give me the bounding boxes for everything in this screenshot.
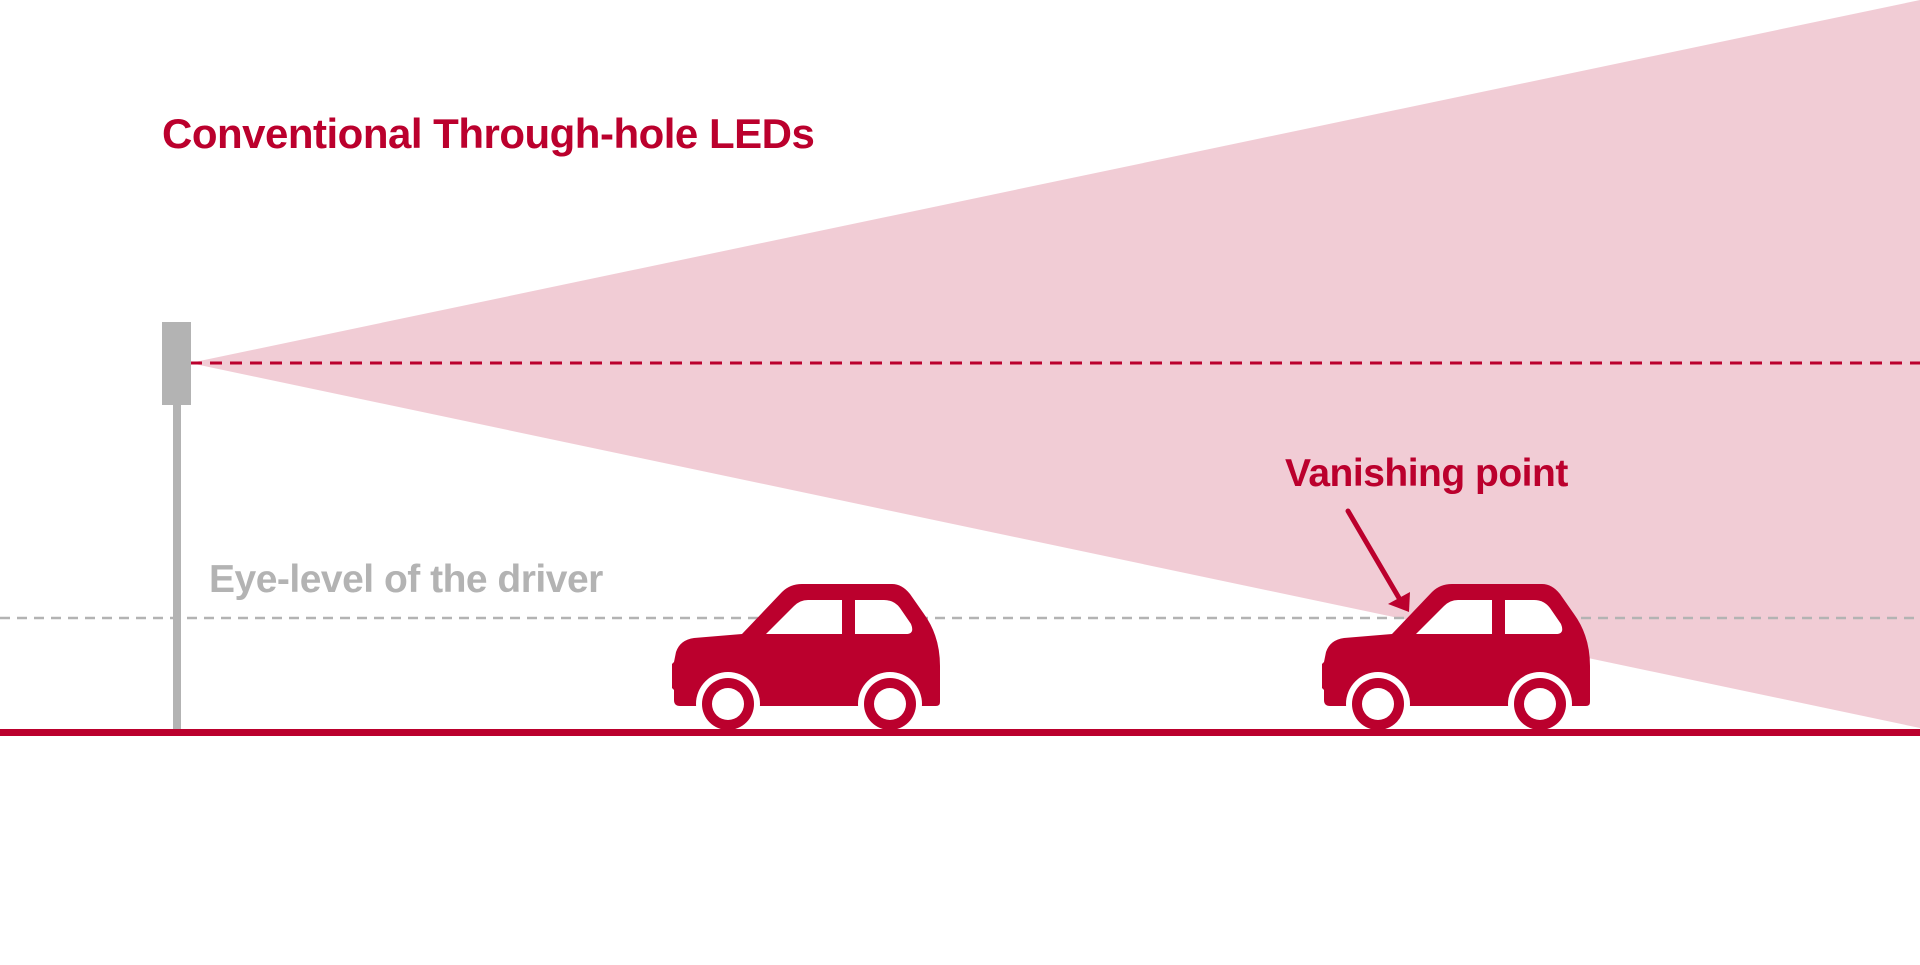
signal-head <box>162 322 191 405</box>
vanishing-point-label: Vanishing point <box>1285 452 1568 495</box>
car-window-front <box>766 600 842 634</box>
eye-level-label: Eye-level of the driver <box>209 558 603 601</box>
ground-line <box>0 729 1920 736</box>
car-wheel-rear <box>1508 672 1572 736</box>
car-wheel-rear <box>858 672 922 736</box>
pole-stem <box>173 405 181 732</box>
signal-pole-icon <box>162 322 191 732</box>
car-wheel-front <box>1346 672 1410 736</box>
arrow-icon <box>1345 508 1410 612</box>
car-window-rear <box>855 600 913 634</box>
car-icon-near <box>672 584 940 736</box>
car-wheel-front <box>696 672 760 736</box>
car-icon-far <box>1322 584 1590 736</box>
car-window-rear <box>1505 600 1563 634</box>
diagram-title: Conventional Through-hole LEDs <box>162 110 815 157</box>
car-window-front <box>1416 600 1492 634</box>
